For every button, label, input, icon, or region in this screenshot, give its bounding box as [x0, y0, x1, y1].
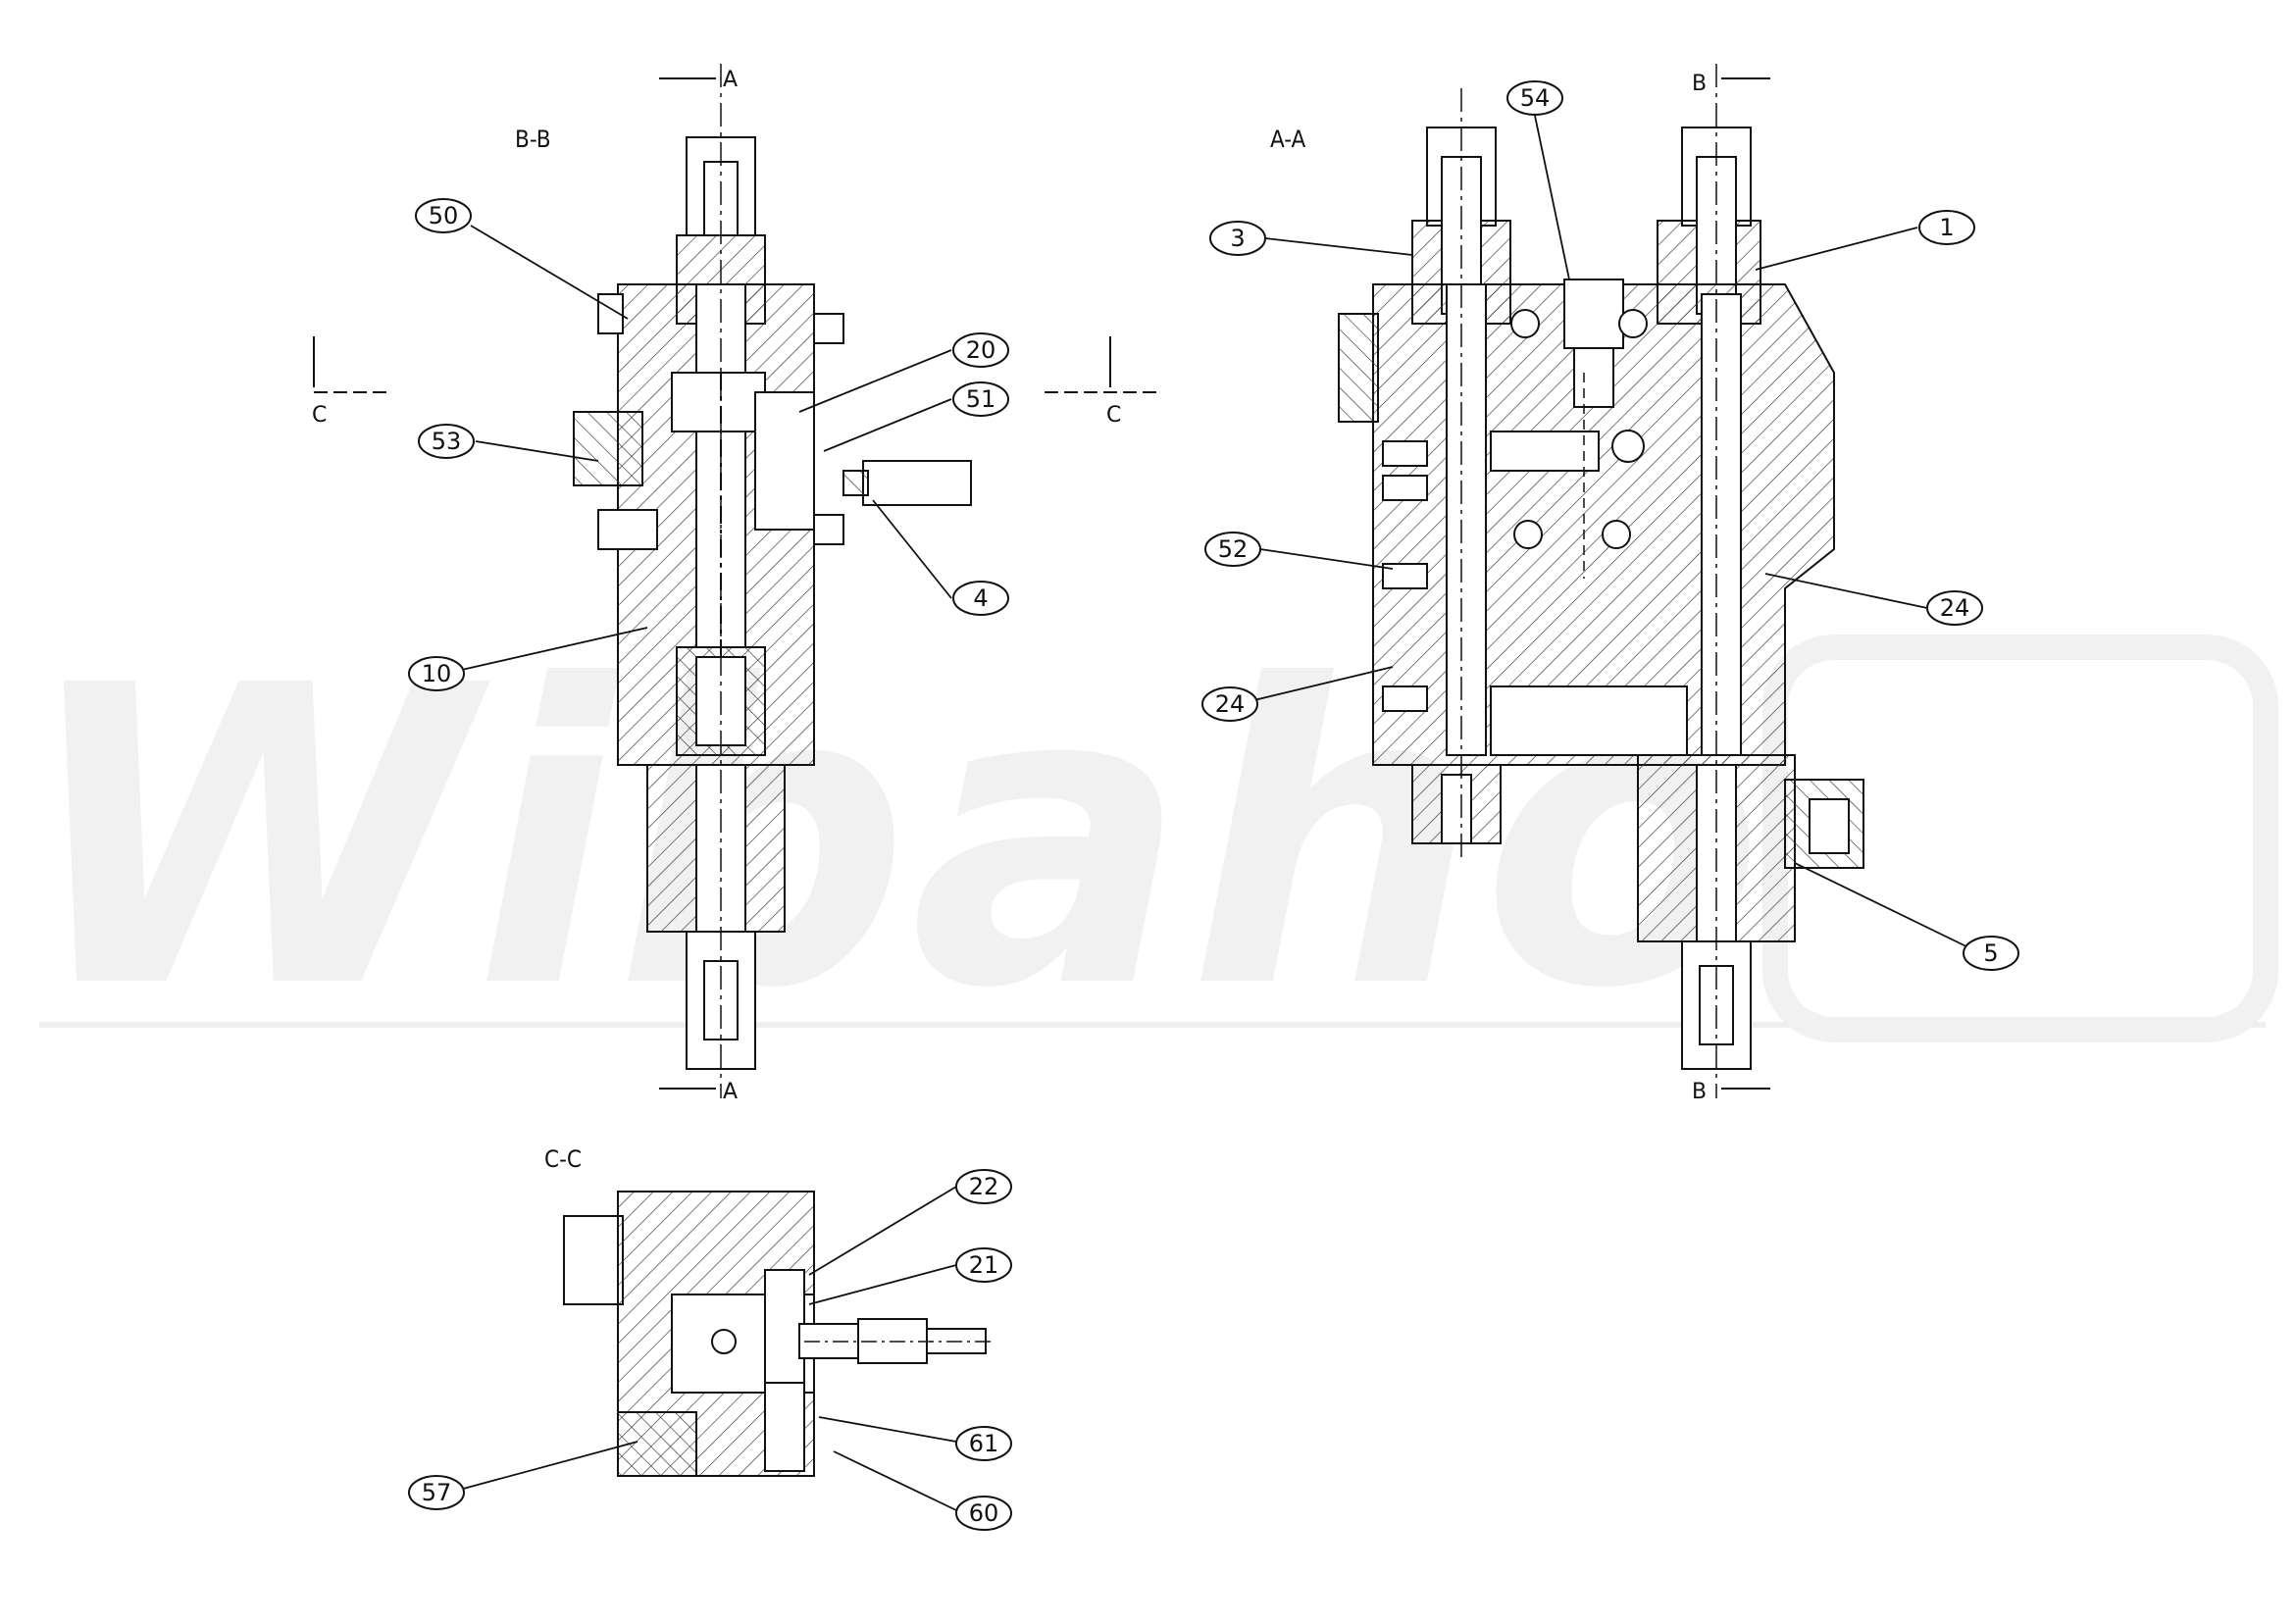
svg-text:60: 60 [969, 1499, 999, 1527]
view-title-aa: A-A [1270, 126, 1306, 153]
section-marker-b-top: B [1692, 72, 1707, 96]
callout-24-right: 24 [1926, 590, 1983, 626]
callout-5: 5 [1963, 936, 2019, 971]
svg-text:61: 61 [969, 1430, 999, 1457]
leader-lines [452, 115, 1977, 1511]
callout-4: 4 [952, 581, 1009, 616]
callout-51: 51 [952, 381, 1009, 417]
callout-52: 52 [1204, 532, 1261, 567]
callout-54: 54 [1506, 80, 1563, 116]
callout-60: 60 [955, 1496, 1012, 1531]
callout-53: 53 [418, 424, 475, 459]
svg-text:5: 5 [1983, 939, 1998, 967]
svg-text:3: 3 [1230, 225, 1245, 252]
watermark: Wibaho [20, 599, 2278, 1079]
section-marker-a-bottom: A [723, 1080, 738, 1104]
section-marker-b-bottom: B [1692, 1080, 1707, 1104]
view-title-cc: C-C [544, 1145, 582, 1173]
section-markers [313, 77, 1770, 1090]
view-title-bb: B-B [515, 126, 551, 153]
svg-text:52: 52 [1218, 535, 1249, 563]
callout-22: 22 [955, 1169, 1012, 1204]
section-marker-a-top: A [723, 68, 738, 92]
callout-21: 21 [955, 1247, 1012, 1283]
svg-text:4: 4 [973, 584, 988, 612]
callout-10: 10 [408, 656, 465, 691]
callout-1: 1 [1918, 210, 1975, 245]
callout-3: 3 [1209, 221, 1266, 256]
svg-text:24: 24 [1215, 690, 1246, 718]
svg-text:54: 54 [1520, 84, 1551, 112]
section-marker-c-left: C [312, 403, 327, 428]
callout-61: 61 [955, 1426, 1012, 1461]
callout-24-left: 24 [1201, 686, 1258, 722]
callout-57: 57 [408, 1475, 465, 1510]
svg-text:21: 21 [969, 1251, 999, 1279]
callout-20: 20 [952, 332, 1009, 368]
svg-text:51: 51 [966, 385, 996, 413]
svg-text:53: 53 [432, 428, 462, 455]
svg-text:22: 22 [969, 1173, 999, 1200]
callout-50: 50 [415, 198, 472, 233]
view-bb [573, 64, 972, 1098]
section-marker-c-right: C [1106, 403, 1121, 428]
svg-text:10: 10 [422, 660, 452, 687]
svg-text:1: 1 [1939, 214, 1954, 241]
svg-text:50: 50 [429, 202, 459, 229]
svg-text:57: 57 [422, 1479, 452, 1506]
svg-text:24: 24 [1940, 594, 1970, 622]
view-aa [1338, 64, 1864, 1098]
view-cc [563, 1191, 991, 1477]
svg-text:20: 20 [966, 336, 996, 364]
